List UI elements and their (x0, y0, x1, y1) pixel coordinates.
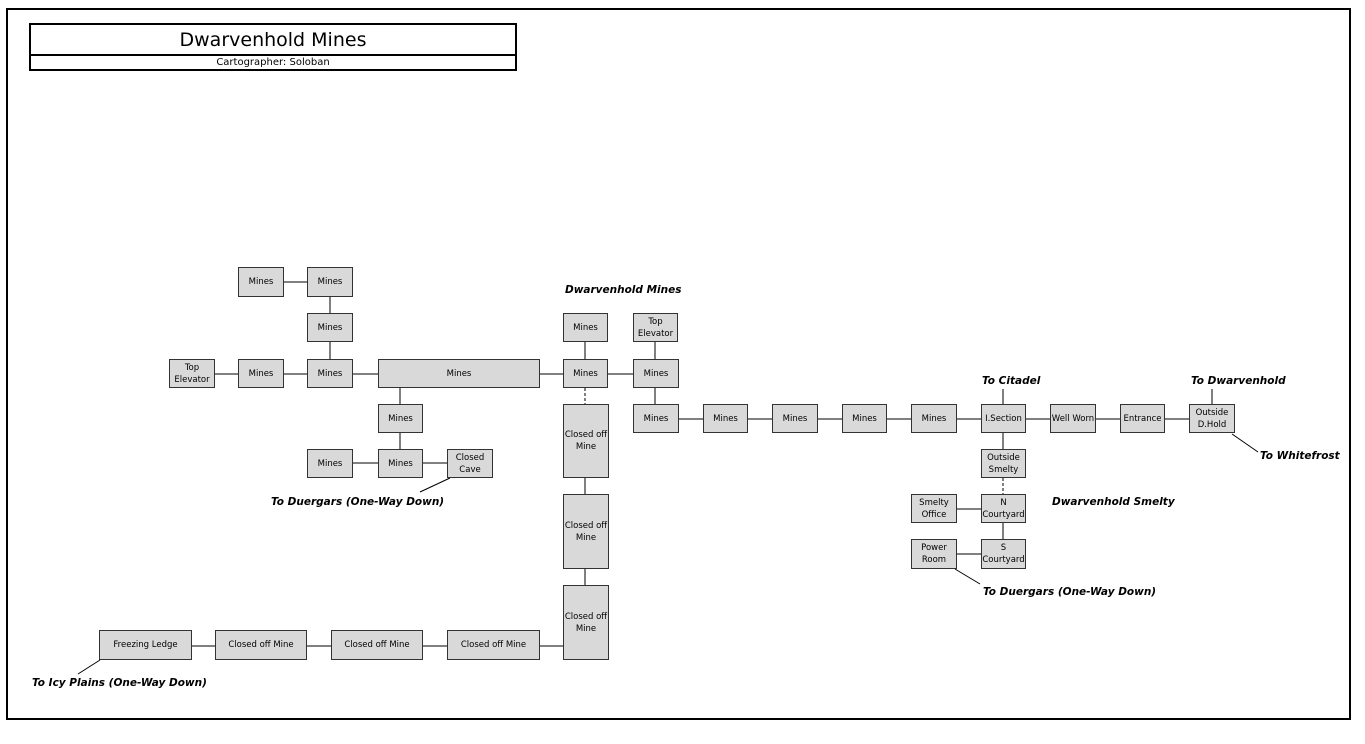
room-mines: Mines (563, 359, 608, 388)
room-i-section: I.Section (981, 404, 1026, 433)
room-well-worn: Well Worn (1050, 404, 1096, 433)
room-mines: Mines (378, 359, 540, 388)
room-mines: Mines (378, 404, 423, 433)
room-closed-cave: Closed Cave (447, 449, 493, 478)
room-mines: Mines (772, 404, 818, 433)
room-smelty-office: Smelty Office (911, 494, 957, 523)
room-mines: Mines (238, 359, 284, 388)
room-mines: Mines (842, 404, 887, 433)
room-outside-smelty: Outside Smelty (981, 449, 1026, 478)
room-closed-off-mine: Closed off Mine (563, 585, 609, 660)
exit-label-icy-plains: To Icy Plains (One-Way Down) (32, 677, 207, 689)
room-mines: Mines (633, 359, 679, 388)
map-frame (6, 8, 1351, 720)
exit-label-whitefrost: To Whitefrost (1260, 450, 1340, 462)
room-power-room: Power Room (911, 539, 957, 569)
room-s-courtyard: S Courtyard (981, 539, 1026, 569)
link (1231, 433, 1259, 453)
room-entrance: Entrance (1120, 404, 1165, 433)
room-closed-off-mine: Closed off Mine (331, 630, 423, 660)
room-mines: Mines (307, 313, 353, 342)
room-freezing-ledge: Freezing Ledge (99, 630, 192, 660)
link (954, 568, 981, 585)
exit-label-citadel: To Citadel (982, 375, 1041, 387)
exit-label-dwarvenhold: To Dwarvenhold (1191, 375, 1286, 387)
link (77, 659, 101, 675)
room-mines: Mines (633, 404, 679, 433)
link (419, 477, 451, 493)
map-subtitle: Cartographer: Soloban (29, 54, 517, 71)
room-closed-off-mine: Closed off Mine (563, 404, 609, 478)
room-closed-off-mine: Closed off Mine (447, 630, 540, 660)
room-mines: Mines (307, 359, 353, 388)
room-mines: Mines (911, 404, 957, 433)
room-top-elevator: Top Elevator (633, 313, 678, 342)
room-mines: Mines (563, 313, 608, 342)
room-mines: Mines (307, 267, 353, 297)
room-n-courtyard: N Courtyard (981, 494, 1026, 523)
exit-label-duergars-smelty: To Duergars (One-Way Down) (983, 586, 1157, 598)
area-label-mines: Dwarvenhold Mines (565, 284, 682, 296)
room-closed-off-mine: Closed off Mine (563, 494, 609, 569)
room-outside-dhold: Outside D.Hold (1189, 404, 1235, 433)
area-label-smelty: Dwarvenhold Smelty (1052, 496, 1175, 508)
room-closed-off-mine: Closed off Mine (215, 630, 307, 660)
room-mines: Mines (703, 404, 748, 433)
room-mines: Mines (307, 449, 353, 478)
room-mines: Mines (378, 449, 423, 478)
exit-label-duergars: To Duergars (One-Way Down) (271, 496, 445, 508)
room-mines: Mines (238, 267, 284, 297)
room-top-elevator: Top Elevator (169, 359, 215, 388)
